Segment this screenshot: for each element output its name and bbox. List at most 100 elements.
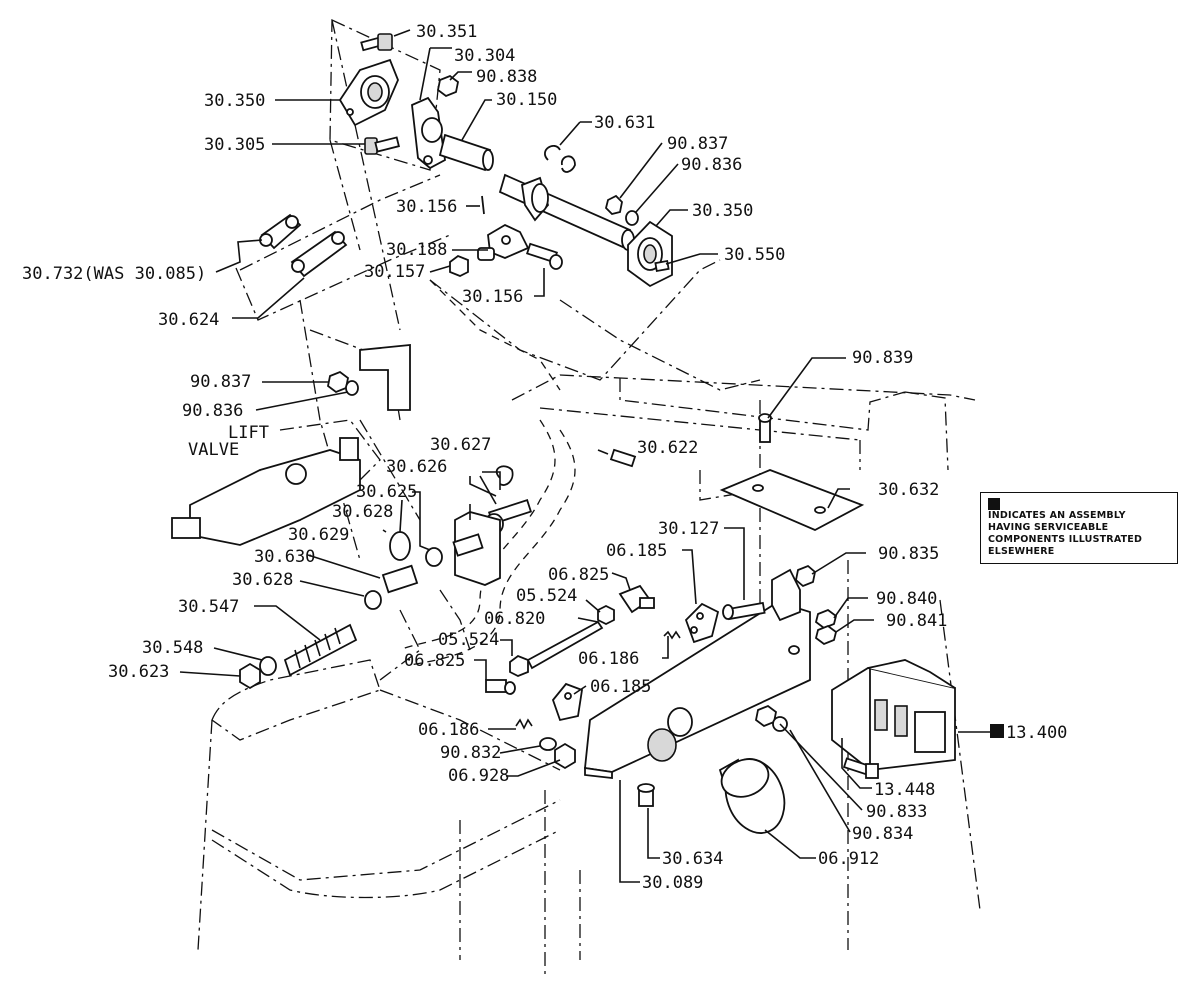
washer-90-836-left — [345, 380, 359, 396]
label-30-304: 30.304 — [454, 46, 515, 66]
label-90-833: 90.833 — [866, 802, 927, 822]
ring-30-629 — [389, 531, 411, 561]
label-90-836-top: 90.836 — [681, 155, 742, 175]
label-30-548: 30.548 — [142, 638, 203, 658]
label-30-350-top: 30.350 — [204, 91, 265, 111]
label-30-622: 30.622 — [637, 438, 698, 458]
nut-30-157 — [449, 254, 469, 277]
nut-90-835 — [795, 564, 816, 588]
label-30-156-top: 30.156 — [396, 197, 457, 217]
clip-30-631-b — [561, 155, 576, 173]
chain-link-30-732 — [259, 213, 302, 250]
label-90-837-top: 90.837 — [667, 134, 728, 154]
washer-90-836-top — [625, 210, 639, 226]
label-30-627: 30.627 — [430, 435, 491, 455]
bolt-30-305 — [364, 136, 400, 155]
bracket-30-304 — [411, 96, 446, 170]
knob-06-912 — [718, 758, 786, 834]
label-30-351: 30.351 — [416, 22, 477, 42]
legend-box: INDICATES AN ASSEMBLY HAVING SERVICEABLE… — [980, 492, 1178, 564]
assembly-marker-icon — [988, 498, 1000, 510]
label-30-732: 30.732(WAS 30.085) — [22, 264, 206, 284]
bearing-flange-30-350-right — [627, 220, 673, 288]
fitting-06-825-top — [618, 584, 655, 614]
label-06-820: 06.820 — [484, 609, 545, 629]
label-06-185-top: 06.185 — [606, 541, 667, 561]
label-90-836-left: 90.836 — [182, 401, 243, 421]
washer-30-628-b — [364, 590, 382, 610]
label-90-838: 90.838 — [476, 67, 537, 87]
washer-90-832 — [539, 737, 557, 751]
arm-clamp — [771, 568, 801, 622]
label-30-634: 30.634 — [662, 849, 723, 869]
clevis-30-188 — [477, 223, 530, 261]
label-30-350-right: 30.350 — [692, 201, 753, 221]
nut-05-524-top — [597, 604, 615, 626]
clip-30-627 — [495, 465, 514, 486]
part-labels: 30.351 30.304 90.838 30.350 30.150 30.30… — [22, 22, 1067, 893]
label-30-629: 30.629 — [288, 525, 349, 545]
label-30-547: 30.547 — [178, 597, 239, 617]
label-06-186-top: 06.186 — [578, 649, 639, 669]
label-30-127: 30.127 — [658, 519, 719, 539]
label-30-188: 30.188 — [386, 240, 447, 260]
label-05-524-lower: 05.524 — [438, 630, 499, 650]
clip-30-631-a — [544, 145, 561, 161]
label-30-623: 30.623 — [108, 662, 169, 682]
leader-lines — [179, 29, 990, 883]
label-30-625: 30.625 — [356, 482, 417, 502]
screw-30-622 — [597, 448, 637, 468]
label-30-631: 30.631 — [594, 113, 655, 133]
nut-90-838 — [437, 74, 459, 98]
chain-link-30-624 — [290, 230, 348, 278]
label-90-834: 90.834 — [852, 824, 913, 844]
label-30-624: 30.624 — [158, 310, 219, 330]
main-shaft — [498, 173, 635, 251]
label-30-550: 30.550 — [724, 245, 785, 265]
spring-06-186-top — [663, 630, 681, 640]
label-90-839: 90.839 — [852, 348, 913, 368]
label-06-825-lower: 06.825 — [404, 651, 465, 671]
label-13-400: 13.400 — [1006, 723, 1067, 743]
sleeve-30-625 — [452, 533, 484, 557]
label-30-150: 30.150 — [496, 90, 557, 110]
screw-13-448 — [842, 757, 879, 779]
label-06-928: 06.928 — [448, 766, 509, 786]
pin-30-550 — [654, 259, 670, 273]
assembly-marker-icon — [990, 724, 1004, 738]
plate-30-632 — [719, 469, 865, 531]
stud-30-634 — [637, 783, 655, 807]
spring-06-186-lower — [515, 718, 533, 730]
cam-06-185-lower — [551, 682, 584, 722]
label-30-628-a: 30.628 — [332, 502, 393, 522]
shaft-tube-30-150 — [438, 133, 494, 172]
label-30-632: 30.632 — [878, 480, 939, 500]
label-30-157: 30.157 — [364, 262, 425, 282]
label-lift: LIFT — [228, 423, 269, 443]
legend-text: INDICATES AN ASSEMBLY HAVING SERVICEABLE… — [988, 510, 1143, 557]
label-30-156-bottom: 30.156 — [462, 287, 523, 307]
fitting-06-825-lower — [485, 679, 516, 695]
rod-06-820 — [526, 620, 604, 670]
label-90-841: 90.841 — [886, 611, 947, 631]
label-30-628-b: 30.628 — [232, 570, 293, 590]
nut-90-840 — [814, 608, 838, 630]
label-13-448: 13.448 — [874, 780, 935, 800]
label-30-630: 30.630 — [254, 547, 315, 567]
clevis-pin-30-156 — [526, 242, 563, 270]
assembly-13-400 — [831, 659, 956, 771]
label-06-186-lower: 06.186 — [418, 720, 479, 740]
washer-30-628-a — [425, 547, 443, 567]
nut-30-623 — [239, 662, 261, 690]
bearing-flange-30-350-top — [338, 58, 399, 127]
nut-90-837-left — [327, 370, 349, 394]
label-30-626: 30.626 — [386, 457, 447, 477]
label-90-837-left: 90.837 — [190, 372, 251, 392]
label-90-840: 90.840 — [876, 589, 937, 609]
nut-90-841 — [814, 624, 838, 646]
screw-90-839 — [758, 413, 772, 443]
nut-90-837-top — [605, 194, 623, 215]
lift-valve — [171, 344, 411, 546]
label-30-305: 30.305 — [204, 135, 265, 155]
bolt-30-351 — [360, 33, 393, 52]
